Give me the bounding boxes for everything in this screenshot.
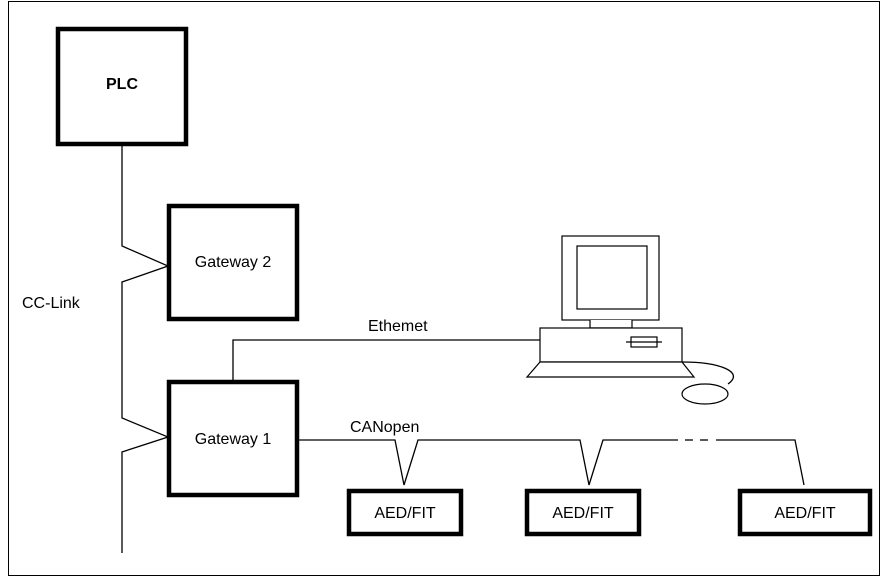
canopen-bus	[297, 439, 678, 486]
ethernet-label: Ethemet	[368, 318, 428, 335]
plc-label: PLC	[106, 76, 138, 93]
device-label: AED/FIT	[374, 505, 436, 522]
gateway-2-node: Gateway 2	[166, 203, 300, 322]
device-label: AED/FIT	[774, 505, 836, 522]
canopen-bus-end	[716, 439, 805, 486]
device-node: AED/FIT	[524, 488, 642, 537]
device-node: AED/FIT	[737, 488, 873, 537]
computer-icon	[525, 235, 735, 405]
gateway-1-node: Gateway 1	[166, 379, 300, 498]
cclink-label: CC-Link	[22, 295, 81, 312]
gateway-1-label: Gateway 1	[195, 431, 272, 448]
device-node: AED/FIT	[346, 488, 464, 537]
cclink-bus	[121, 144, 170, 553]
gateway-2-label: Gateway 2	[195, 254, 272, 271]
ethernet-line	[232, 339, 540, 382]
device-label: AED/FIT	[552, 505, 614, 522]
plc-node: PLC	[55, 26, 189, 147]
canopen-label: CANopen	[350, 419, 419, 436]
